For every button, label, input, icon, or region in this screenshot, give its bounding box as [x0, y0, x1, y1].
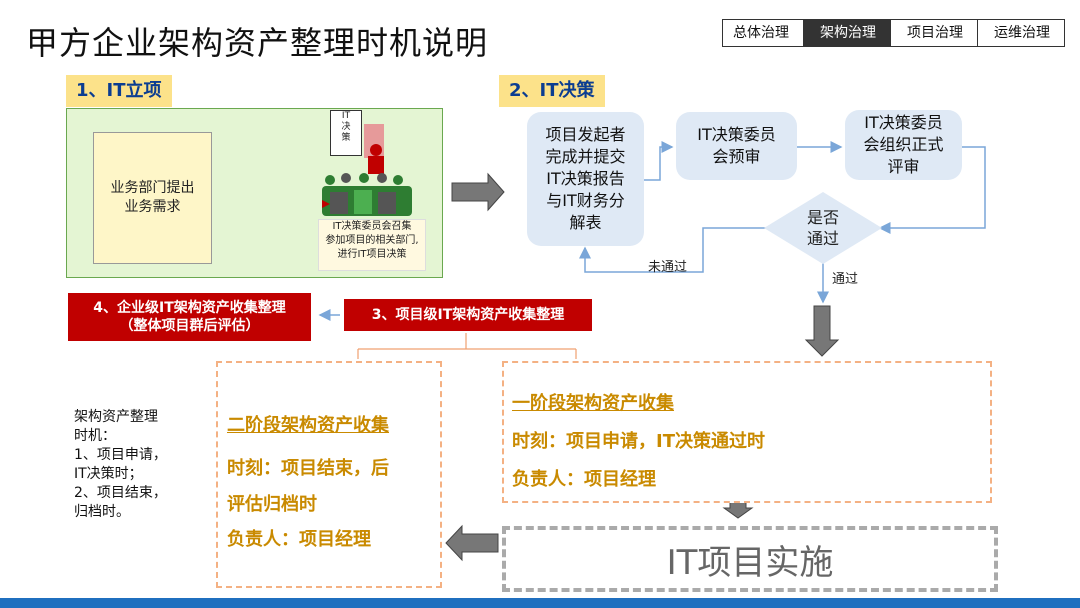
it-decision-sign-text: IT决策: [341, 111, 351, 143]
decision-diamond: [764, 192, 882, 264]
stage1-title: 一阶段架构资产收集: [512, 393, 674, 414]
stage1-to-impl-arrow: [722, 501, 754, 519]
tab-project-governance[interactable]: 项目治理: [890, 19, 978, 47]
step1-to-step2-arrow: [451, 172, 505, 212]
fail-loop-line: [579, 227, 766, 273]
tab-overall-governance[interactable]: 总体治理: [722, 19, 804, 47]
formal-to-decision-line: [878, 146, 986, 234]
it-implementation-box: IT项目实施: [502, 526, 998, 592]
business-requirement-box: 业务部门提出 业务需求: [93, 132, 212, 264]
formal-review-box: IT决策委员 会组织正式 评审: [845, 110, 962, 180]
submit-to-prereview-line: [642, 141, 674, 181]
impl-to-stage2-arrow: [445, 524, 499, 562]
page-title: 甲方企业架构资产整理时机说明: [26, 24, 489, 62]
stage1-box: 一阶段架构资产收集 时刻：项目申请，IT决策通过时 负责人：项目经理: [502, 361, 992, 503]
decision-label: 是否 通过: [806, 208, 839, 248]
pass-label: 通过: [832, 272, 859, 287]
it-decision-sign: IT决策: [330, 110, 362, 156]
step2-label: 2、IT决策: [499, 75, 605, 107]
bottom-bar: [0, 598, 1080, 608]
pass-to-stage1-arrow: [804, 305, 840, 357]
timing-note: 架构资产整理 时机： 1、项目申请， IT决策时； 2、项目结束， 归档时。: [74, 409, 167, 520]
tab-bar: 总体治理 架构治理 项目治理 运维治理: [722, 19, 1065, 47]
stage2-time: 时刻：项目结束，后 评估归档时: [227, 458, 389, 515]
prereview-box: IT决策委员 会预审: [676, 112, 797, 180]
meeting-people-icon: [322, 124, 412, 216]
stage1-owner: 负责人：项目经理: [512, 469, 656, 490]
stage2-title: 二阶段架构资产收集: [227, 415, 389, 436]
step3-label: 3、项目级IT架构资产收集整理: [344, 299, 592, 331]
fail-label: 未通过: [648, 260, 688, 275]
stage2-box: 二阶段架构资产收集 时刻：项目结束，后 评估归档时 负责人：项目经理: [216, 361, 442, 588]
tab-operations-governance[interactable]: 运维治理: [977, 19, 1065, 47]
step4-label: 4、企业级IT架构资产收集整理 （整体项目群后评估）: [68, 293, 311, 341]
step1-label: 1、IT立项: [66, 75, 172, 107]
meeting-caption: IT决策委员会召集 参加项目的相关部门, 进行IT项目决策: [318, 219, 426, 271]
stage2-owner: 负责人：项目经理: [227, 529, 371, 550]
submit-report-box: 项目发起者 完成并提交 IT决策报告 与IT财务分 解表: [527, 112, 644, 246]
step3-bracket: [357, 333, 577, 359]
stage1-time: 时刻：项目申请，IT决策通过时: [512, 431, 765, 452]
